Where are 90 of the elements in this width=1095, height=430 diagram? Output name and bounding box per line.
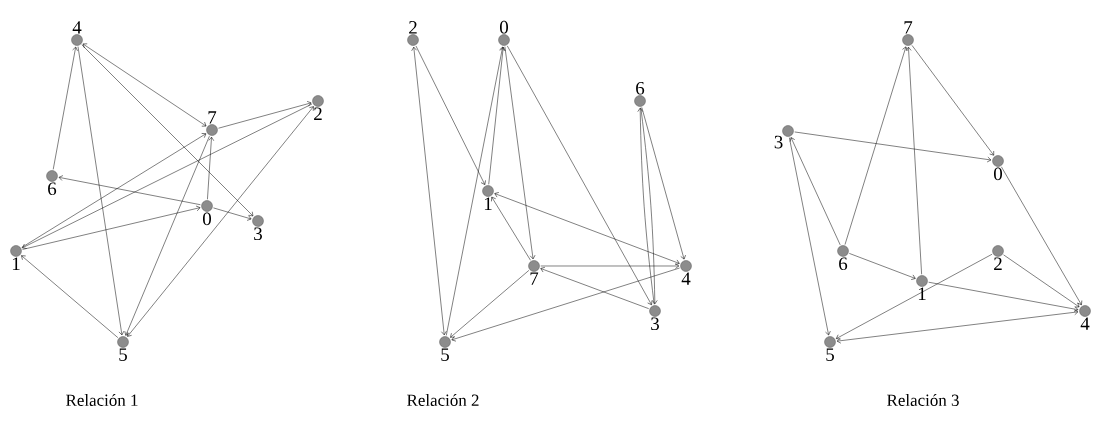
arrow	[22, 205, 201, 250]
node-label: 6	[839, 257, 848, 271]
vertex: 5	[117, 336, 129, 361]
node-label: 3	[254, 227, 262, 241]
arrow	[52, 46, 78, 170]
vertex: 6	[46, 170, 58, 196]
node-label: 0	[202, 212, 211, 226]
arrow	[415, 45, 486, 185]
vertex: 5	[824, 336, 836, 361]
node-label: 4	[1080, 317, 1090, 330]
arrow	[504, 46, 536, 260]
arrow	[905, 46, 922, 275]
vertex: 6	[837, 245, 849, 271]
vertex: 0	[992, 155, 1004, 181]
arrow	[849, 253, 916, 280]
node-label: 1	[918, 287, 926, 300]
arrow	[488, 46, 506, 185]
node-label: 0	[994, 167, 1003, 181]
arrow	[124, 135, 210, 336]
vertex: 1	[482, 185, 494, 210]
arrow	[789, 137, 831, 336]
vertex: 3	[252, 215, 264, 241]
vertex: 7	[206, 111, 218, 136]
caption: Relación 2	[407, 394, 479, 406]
arrow	[911, 45, 994, 156]
node-label: 3	[774, 135, 783, 149]
node-label: 4	[681, 272, 691, 285]
node-label: 6	[48, 182, 57, 196]
arrow	[446, 46, 505, 336]
node-label: 7	[530, 272, 539, 285]
vertex: 7	[902, 21, 914, 46]
arrow	[127, 106, 314, 337]
arrow	[58, 175, 201, 205]
vertex: 3	[649, 305, 661, 331]
node-label: 7	[904, 21, 913, 34]
arrow	[411, 46, 447, 336]
vertex: 6	[634, 81, 646, 107]
node-label: 4	[72, 21, 82, 34]
arrow	[82, 43, 207, 127]
caption: Relación 3	[887, 394, 959, 406]
arrow	[77, 46, 125, 336]
arrow	[789, 137, 841, 246]
arrow	[213, 207, 252, 221]
vertex: 7	[528, 260, 540, 285]
arrow	[1003, 254, 1080, 308]
node-label: 5	[826, 348, 834, 361]
vertex: 1	[916, 275, 928, 300]
arrow	[21, 255, 119, 338]
node-label: 2	[314, 107, 322, 120]
arrow	[207, 136, 215, 200]
arrow	[451, 267, 680, 342]
vertex: 0	[498, 20, 510, 46]
node-label: 1	[484, 197, 492, 210]
vertex: 0	[201, 200, 213, 226]
vertex: 3	[774, 125, 794, 149]
node-label: 0	[499, 20, 509, 34]
vertex: 4	[71, 21, 83, 46]
node-label: 2	[409, 21, 417, 34]
node-label: 7	[208, 111, 217, 124]
arrow	[22, 103, 313, 249]
arrow	[540, 263, 680, 269]
node-label: 5	[119, 348, 127, 361]
arrow	[21, 133, 207, 248]
arrow	[507, 45, 653, 305]
node-label: 5	[441, 348, 449, 361]
node-label: 3	[651, 317, 659, 331]
vertex: 5	[439, 336, 451, 361]
arrow	[794, 131, 992, 163]
arrow	[494, 192, 680, 265]
arrow	[844, 46, 908, 245]
vertex: 2	[992, 245, 1004, 270]
vertex: 2	[312, 95, 324, 120]
arrow	[836, 309, 1079, 344]
arrow	[836, 253, 993, 340]
caption: Relación 1	[66, 394, 138, 406]
arrow	[491, 196, 531, 261]
arrow	[1001, 166, 1083, 306]
vertex: 2	[407, 21, 419, 46]
arrow	[928, 281, 1079, 312]
node-label: 2	[994, 257, 1002, 270]
arrow	[540, 267, 649, 309]
arrow	[81, 44, 254, 217]
arrow	[218, 101, 312, 129]
node-label: 1	[12, 257, 20, 270]
vertex: 4	[680, 260, 692, 285]
vertex: 1	[10, 245, 22, 270]
arrow	[641, 107, 686, 260]
arrow	[450, 270, 530, 338]
node-label: 6	[636, 81, 645, 95]
vertex: 4	[1079, 305, 1091, 330]
